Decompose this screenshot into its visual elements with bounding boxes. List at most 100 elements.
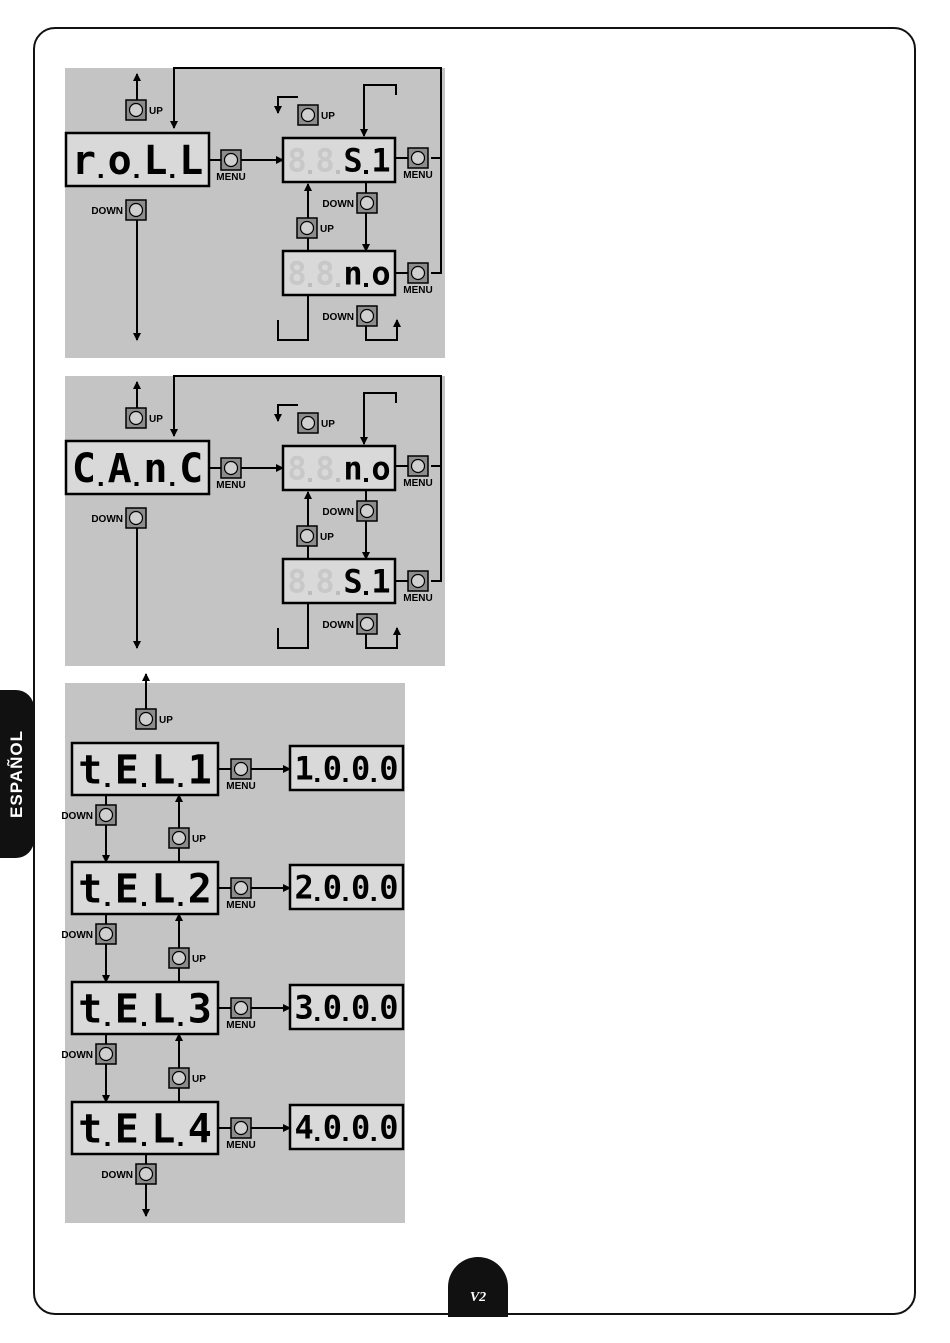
- tel-row-3-value-display-digit: 3: [294, 989, 313, 1027]
- section1-option-b-display-dot: [308, 283, 312, 287]
- tel-row-4-display-digit: E: [115, 1106, 139, 1152]
- tel-row-3-value-display-dot: [372, 1017, 376, 1021]
- tel-row-2-display-dot: [106, 902, 110, 906]
- tel-row-2-display-digit: E: [115, 866, 139, 912]
- section2-down-mid-button-circle: [361, 505, 374, 518]
- tel-row-3-value-display-digit: 0: [323, 989, 342, 1027]
- tel-row-2-value-display-digit: 0: [351, 869, 370, 907]
- section1-option-b-display-dot: [364, 283, 368, 287]
- tel-row-2-menu-button-circle: [235, 882, 248, 895]
- tel-row-1-value-display-dot: [315, 778, 319, 782]
- section1-option-a-display-dot: [364, 170, 368, 174]
- section2-up-mid-button-label: UP: [320, 532, 334, 543]
- tel-row-2-value-display-digit: 2: [294, 869, 313, 907]
- section1-option-b-display-digit: 8: [315, 255, 334, 293]
- tel-row-2-display-digit: 2: [188, 866, 212, 912]
- section1-up-mid-button-label: UP: [320, 224, 334, 235]
- tel-row-4-display-dot: [142, 1142, 146, 1146]
- section2-option-a-display-digit: o: [371, 450, 390, 488]
- tel-row-1-up-button-label: UP: [192, 834, 206, 845]
- section2-menu-button-circle: [225, 462, 238, 475]
- section2-menu-b-button-label: MENU: [403, 593, 432, 604]
- section2-menu-b-button-circle: [412, 575, 425, 588]
- section2-main-display-dot: [135, 482, 139, 486]
- tel-row-1-value-display-digit: 1: [294, 750, 313, 788]
- tel-row-3-display-dot: [142, 1022, 146, 1026]
- tel-row-3-display-digit: 3: [188, 986, 212, 1032]
- tel-row-3-up-button-label: UP: [192, 1074, 206, 1085]
- section2-menu-a-button-circle: [412, 460, 425, 473]
- tel-row-3-display-digit: E: [115, 986, 139, 1032]
- tel-row-3-up-button-circle: [173, 1072, 186, 1085]
- section1-menu-b-button-label: MENU: [403, 285, 432, 296]
- tel-row-2-menu-button-label: MENU: [226, 900, 255, 911]
- tel-row-1-display-digit: E: [115, 747, 139, 793]
- tel-row-3-display-digit: L: [151, 986, 175, 1032]
- section3-up-button-circle: [140, 713, 153, 726]
- section1-up-small-button-label: UP: [321, 111, 335, 122]
- section2-option-b-display-digit: S: [343, 563, 362, 601]
- section1-menu-button-label: MENU: [216, 172, 245, 183]
- section2-option-a-display-dot: [364, 478, 368, 482]
- section2-down-mid-button-label: DOWN: [322, 507, 354, 518]
- tel-row-4-value-display-dot: [372, 1137, 376, 1141]
- section3-down-button-label: DOWN: [101, 1170, 133, 1181]
- section2-up-button-label: UP: [149, 414, 163, 425]
- section1-main-display-dot: [99, 174, 103, 178]
- section1-option-a-display-digit: 1: [371, 142, 390, 180]
- section1-option-a-display-digit: 8: [315, 142, 334, 180]
- tel-row-4-value-display-digit: 4: [294, 1109, 313, 1147]
- tel-row-4-menu-button-label: MENU: [226, 1140, 255, 1151]
- section2-option-a-display-dot: [336, 478, 340, 482]
- tel-row-3-value-display-dot: [344, 1017, 348, 1021]
- tel-row-2-up-button-circle: [173, 952, 186, 965]
- section2-main-display-digit: C: [72, 446, 96, 492]
- tel-row-3-display-digit: t: [78, 986, 102, 1032]
- section2-down-bottom-button-label: DOWN: [322, 620, 354, 631]
- tel-row-4-display-digit: L: [151, 1106, 175, 1152]
- tel-row-2-display-dot: [142, 902, 146, 906]
- section1-menu-a-button-label: MENU: [403, 170, 432, 181]
- section1-main-display-digit: o: [108, 138, 132, 184]
- section1-down-mid-button-label: DOWN: [322, 199, 354, 210]
- tel-row-3-value-display-digit: 0: [351, 989, 370, 1027]
- section2-menu-a-button-label: MENU: [403, 478, 432, 489]
- section1-up-button-label: UP: [149, 106, 163, 117]
- section1-up-button-circle: [130, 104, 143, 117]
- tel-row-3-menu-button-circle: [235, 1002, 248, 1015]
- section2-option-a-display-digit: 8: [315, 450, 334, 488]
- section1-down-button-circle: [130, 204, 143, 217]
- section1-option-b-display-digit: o: [371, 255, 390, 293]
- tel-row-4-value-display-digit: 0: [323, 1109, 342, 1147]
- section2-up-mid-button-circle: [301, 530, 314, 543]
- tel-row-1-display-digit: 1: [188, 747, 212, 793]
- section1-option-a-display-dot: [308, 170, 312, 174]
- section2-up-small-button-label: UP: [321, 419, 335, 430]
- tel-row-1-value-display-dot: [344, 778, 348, 782]
- tel-row-4-display-dot: [179, 1142, 183, 1146]
- section2-option-b-display-dot: [336, 591, 340, 595]
- section1-main-display-digit: r: [72, 138, 96, 184]
- tel-row-1-down-button-circle: [100, 809, 113, 822]
- tel-row-2-value-display-dot: [372, 897, 376, 901]
- tel-row-1-menu-button-label: MENU: [226, 781, 255, 792]
- section2-main-display-dot: [99, 482, 103, 486]
- tel-row-1-menu-button-circle: [235, 763, 248, 776]
- section2-main-display-dot: [170, 482, 174, 486]
- tel-row-3-down-button-circle: [100, 1048, 113, 1061]
- section2-down-bottom-button-circle: [361, 618, 374, 631]
- section1-down-bottom-button-circle: [361, 310, 374, 323]
- section1-option-b-display-digit: 8: [287, 255, 306, 293]
- tel-row-2-value-display-digit: 0: [323, 869, 342, 907]
- tel-row-1-up-button-circle: [173, 832, 186, 845]
- tel-row-4-value-display-dot: [344, 1137, 348, 1141]
- tel-row-1-value-display-dot: [372, 778, 376, 782]
- tel-row-2-value-display-digit: 0: [379, 869, 398, 907]
- section2-option-b-display-dot: [364, 591, 368, 595]
- tel-row-2-value-display-dot: [315, 897, 319, 901]
- section2-option-b-display-dot: [308, 591, 312, 595]
- section1-down-button-label: DOWN: [91, 206, 123, 217]
- section2-option-b-display-digit: 1: [371, 563, 390, 601]
- tel-row-2-value-display-dot: [344, 897, 348, 901]
- tel-row-1-value-display-digit: 0: [379, 750, 398, 788]
